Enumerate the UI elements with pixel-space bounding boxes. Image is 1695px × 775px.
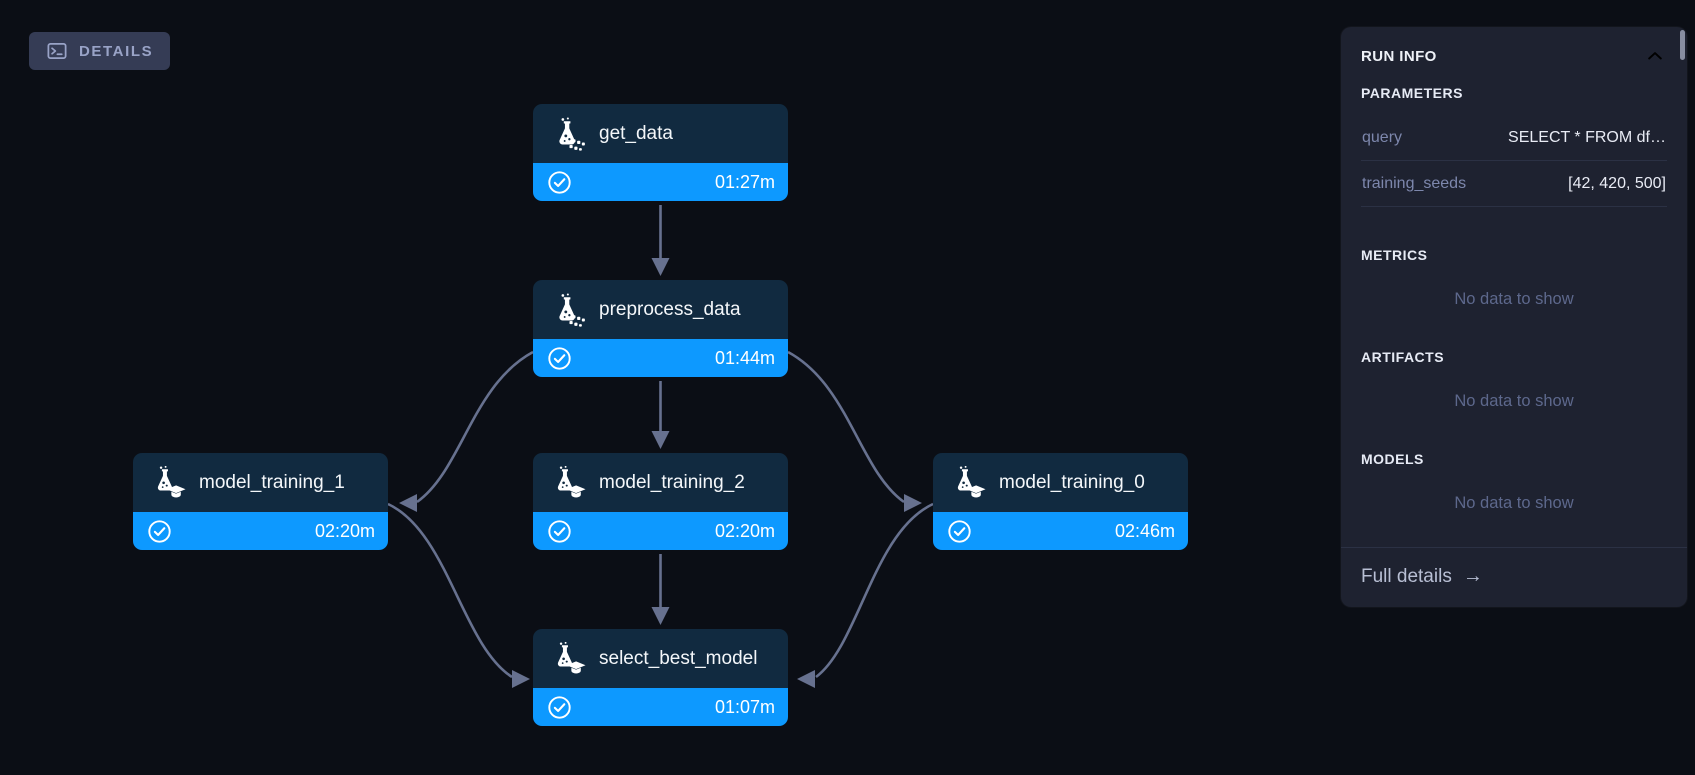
step-title: model_training_0 <box>999 471 1145 493</box>
arrowhead-icon <box>512 670 530 688</box>
check-circle-icon <box>147 519 172 544</box>
parameters-heading: PARAMETERS <box>1361 85 1463 101</box>
step-node-model-training-2[interactable]: model_training_2 02:20m <box>533 453 788 550</box>
chevron-up-icon <box>1645 46 1665 66</box>
step-duration: 01:07m <box>714 696 775 717</box>
run-info-footer: Full details → <box>1341 547 1687 607</box>
parameter-row-training-seeds: training_seeds [42, 420, 500] <box>1361 161 1667 207</box>
step-status-bar: 02:46m <box>933 512 1188 550</box>
run-info-title: RUN INFO <box>1361 47 1437 65</box>
step-duration: 01:27m <box>714 171 775 192</box>
step-node-header: select_best_model <box>533 629 788 688</box>
step-title: preprocess_data <box>599 298 741 320</box>
run-info-header: RUN INFO <box>1341 27 1687 81</box>
step-duration: 02:20m <box>714 520 775 541</box>
check-circle-icon <box>947 519 972 544</box>
collapse-panel-button[interactable] <box>1643 44 1667 68</box>
arrowhead-icon <box>904 494 922 512</box>
parameter-value: SELECT * FROM df… <box>1508 129 1666 146</box>
check-circle-icon <box>547 346 572 371</box>
full-details-link[interactable]: Full details → <box>1361 565 1483 588</box>
full-details-label: Full details <box>1361 565 1452 587</box>
edge-training1-selectbest <box>387 502 513 679</box>
step-node-header: get_data <box>533 104 788 163</box>
edge-preprocess-training0 <box>787 350 905 504</box>
models-heading: MODELS <box>1361 451 1424 467</box>
edge-preprocess-training1 <box>416 350 534 504</box>
right-arrow-icon: → <box>1462 565 1483 587</box>
metrics-heading: METRICS <box>1361 247 1428 263</box>
run-info-body: PARAMETERS query SELECT * FROM df… train… <box>1341 81 1687 513</box>
step-node-header: preprocess_data <box>533 280 788 339</box>
flask-training-icon <box>552 642 586 676</box>
step-node-header: model_training_1 <box>133 453 388 512</box>
flask-data-icon <box>552 293 586 327</box>
check-circle-icon <box>547 695 572 720</box>
arrowhead-icon <box>651 431 670 449</box>
step-title: model_training_2 <box>599 471 745 493</box>
flask-training-icon <box>152 466 186 500</box>
check-circle-icon <box>547 519 572 544</box>
flask-data-icon <box>552 117 586 151</box>
arrowhead-icon <box>797 670 815 688</box>
step-duration: 01:44m <box>714 347 775 368</box>
flask-training-icon <box>552 466 586 500</box>
step-node-header: model_training_0 <box>933 453 1188 512</box>
step-title: select_best_model <box>599 647 758 669</box>
check-circle-icon <box>547 170 572 195</box>
artifacts-empty-state: No data to show <box>1454 392 1574 410</box>
step-node-model-training-1[interactable]: model_training_1 02:20m <box>133 453 388 550</box>
step-duration: 02:46m <box>1114 520 1175 541</box>
step-status-bar: 02:20m <box>133 512 388 550</box>
step-status-bar: 02:20m <box>533 512 788 550</box>
arrowhead-icon <box>651 258 670 276</box>
edge-training0-selectbest <box>815 502 934 679</box>
step-status-bar: 01:27m <box>533 163 788 201</box>
arrowhead-icon <box>651 607 670 625</box>
artifacts-heading: ARTIFACTS <box>1361 349 1445 365</box>
step-title: model_training_1 <box>199 471 345 493</box>
step-node-model-training-0[interactable]: model_training_0 02:46m <box>933 453 1188 550</box>
step-node-header: model_training_2 <box>533 453 788 512</box>
parameter-row-query: query SELECT * FROM df… <box>1361 115 1667 161</box>
details-button-label: DETAILS <box>79 42 154 60</box>
panel-scrollbar-thumb[interactable] <box>1680 30 1685 60</box>
models-empty-state: No data to show <box>1454 494 1574 512</box>
details-button[interactable]: DETAILS <box>29 32 171 70</box>
arrowhead-icon <box>399 494 417 512</box>
metrics-empty-state: No data to show <box>1454 290 1574 308</box>
step-node-select-best-model[interactable]: select_best_model 01:07m <box>533 629 788 726</box>
flask-training-icon <box>952 466 986 500</box>
step-title: get_data <box>599 122 673 144</box>
step-status-bar: 01:07m <box>533 688 788 726</box>
step-node-preprocess-data[interactable]: preprocess_data 01:44m <box>533 280 788 377</box>
parameter-key: query <box>1362 129 1403 146</box>
parameter-value: [42, 420, 500] <box>1568 175 1666 192</box>
parameter-key: training_seeds <box>1362 175 1467 192</box>
run-info-panel: RUN INFO PARAMETERS query SELECT * FROM … <box>1341 27 1687 607</box>
step-duration: 02:20m <box>314 520 375 541</box>
step-status-bar: 01:44m <box>533 339 788 377</box>
step-node-get-data[interactable]: get_data 01:27m <box>533 104 788 201</box>
